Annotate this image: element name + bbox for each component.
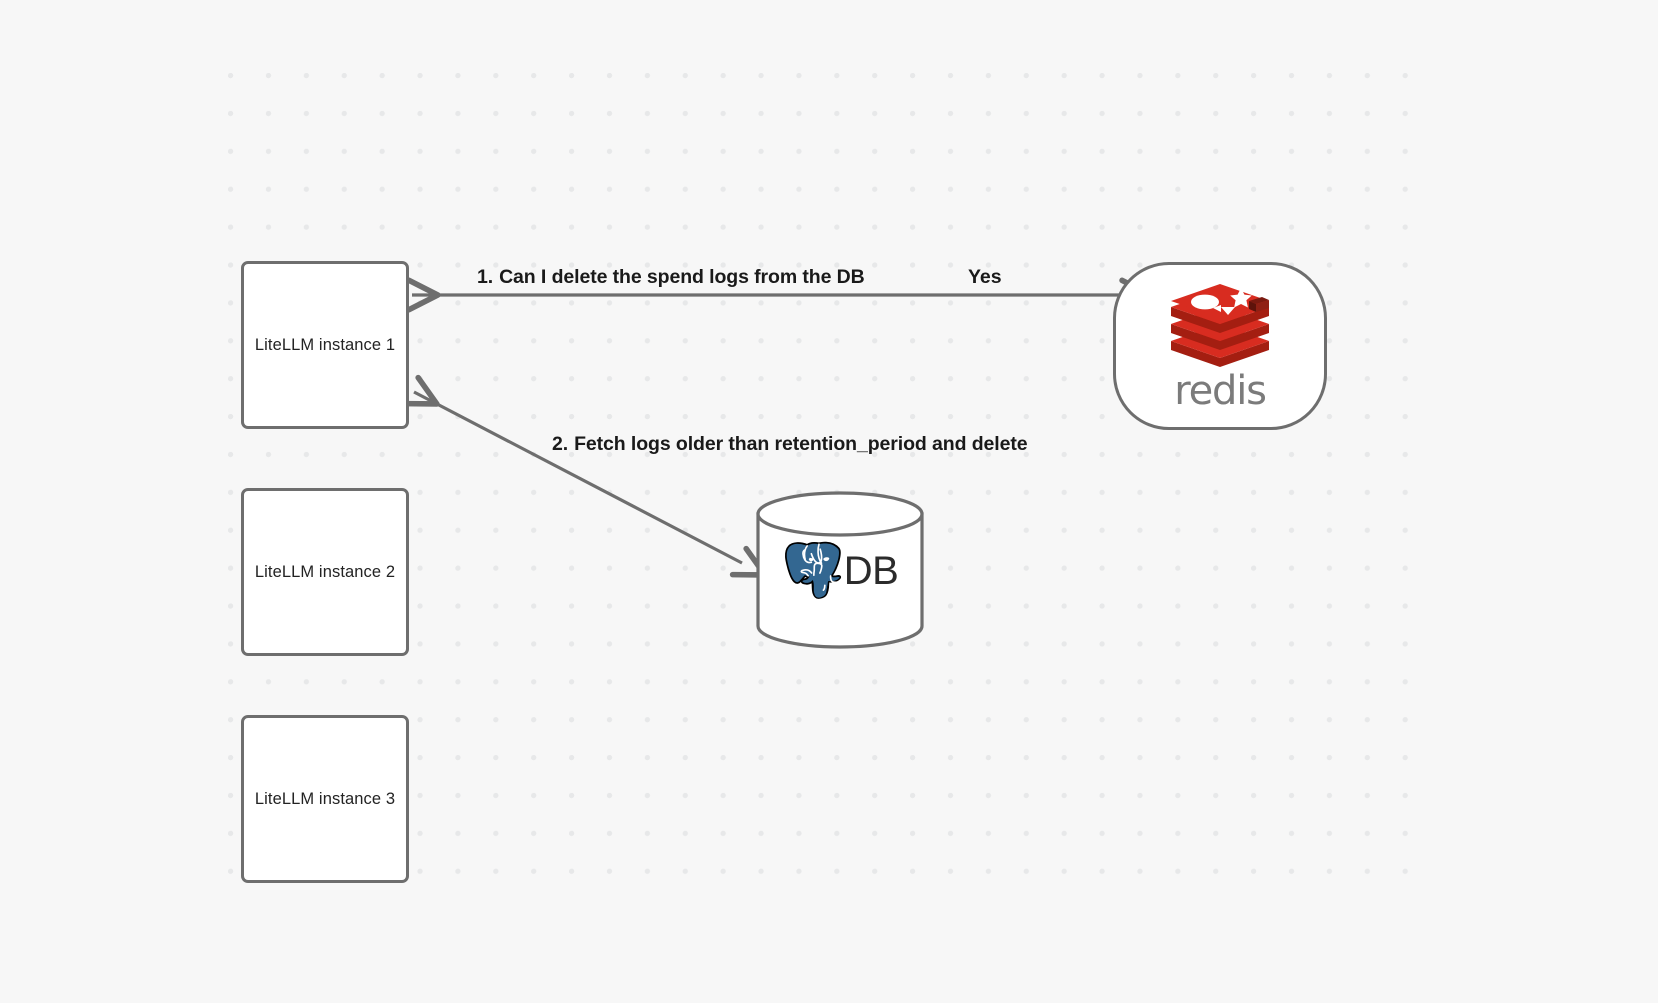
edge-step-number-2: 2.	[552, 433, 569, 455]
redis-wordmark: redis	[1174, 368, 1267, 414]
edge-label-reply-yes: Yes	[968, 266, 1002, 288]
edge-label-text-1: Can I delete the spend logs from the DB	[499, 266, 865, 288]
node-litellm-instance-2[interactable]: LiteLLM instance 2	[241, 488, 409, 656]
edge-label-step-1: 1.Can I delete the spend logs from the D…	[477, 266, 865, 288]
postgresql-elephant-icon	[784, 541, 841, 599]
node-postgres-db[interactable]: DB	[755, 490, 925, 650]
edge-db-instance1-line	[401, 374, 768, 578]
redis-logo-icon	[1171, 284, 1269, 367]
redis-logo-wrap: redis	[1169, 279, 1271, 411]
node-label: LiteLLM instance 1	[254, 335, 396, 354]
node-litellm-instance-3[interactable]: LiteLLM instance 3	[241, 715, 409, 883]
db-content: DB	[755, 490, 925, 650]
node-litellm-instance-1[interactable]: LiteLLM instance 1	[241, 261, 409, 429]
db-label: DB	[843, 549, 899, 593]
edge-label-text-2: Fetch logs older than retention_period a…	[574, 433, 1028, 455]
edge-step-number-1: 1.	[477, 266, 494, 288]
edge-label-step-2: 2.Fetch logs older than retention_period…	[552, 433, 1028, 455]
node-redis[interactable]: redis	[1113, 262, 1327, 430]
node-label: LiteLLM instance 3	[254, 789, 396, 808]
node-label: LiteLLM instance 2	[254, 562, 396, 581]
